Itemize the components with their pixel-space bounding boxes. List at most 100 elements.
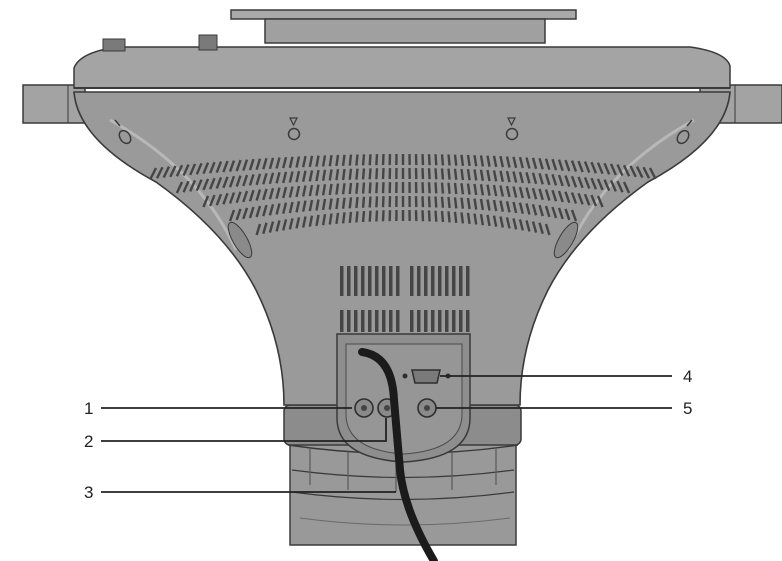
vent-slot [434,154,438,166]
vent-slot [341,183,346,195]
vent-slot [622,164,631,177]
vent-slot [460,183,465,195]
vent-slot [368,182,372,194]
vent-slot [499,185,505,197]
vent-slot [525,172,531,184]
vent-slot [538,157,544,170]
vent-slot [295,185,301,198]
vent-slot [355,196,359,209]
vent-slot [505,185,511,198]
vent-slot [564,208,571,221]
vent-slot [577,176,584,189]
vent-slot [195,179,203,192]
vent-slot [531,187,538,200]
vent-slot [505,156,511,168]
vent-slot [189,179,197,192]
vent-slot [525,187,531,199]
grille-slot [466,266,470,296]
vent-slot [544,189,551,201]
vent-slot [512,201,518,214]
vent-slot [315,214,320,227]
vent-slot [208,177,216,190]
vent-slot [262,173,268,185]
grille-slot [452,266,456,296]
vent-slot [301,185,307,197]
vent-slot [268,157,275,170]
vent-slot [248,158,255,171]
callout-label-1: 1 [84,399,93,418]
mounting-hole-icon [676,119,693,145]
vent-slot [538,188,544,201]
vent-slot [622,181,631,194]
grille-slot [438,266,442,296]
vent-slot [427,182,431,194]
vent-slot [434,196,438,208]
vent-slot [525,157,531,169]
vent-slot [564,191,571,204]
grille-slot [354,310,358,332]
grille-slot [424,310,428,332]
vent-slot [321,213,327,226]
vent-slot [518,202,524,215]
grille-slot [431,266,435,296]
vent-slot [189,163,197,176]
vent-slot [473,169,478,181]
vent-slot [447,196,451,209]
vent-slot [551,174,558,186]
vent-slot [512,186,518,198]
rear-grille [340,266,470,332]
vent-slot [361,196,366,208]
vent-slot [182,164,190,177]
vent-slot [447,211,451,223]
vent-slot [295,170,301,183]
vent-slot [512,218,518,230]
vent-slot [242,207,249,220]
vent-slot [479,213,485,226]
vent-slot [538,222,544,235]
vent-slot [348,168,353,180]
vent-slot [341,168,346,181]
mounting-hole-icon [505,117,519,141]
grille-slot [417,266,421,296]
vent-slot [570,192,578,204]
vent-slot [473,183,478,196]
vent-slot [375,210,379,222]
vent-slot [583,193,591,206]
vent-slot [175,164,184,177]
vent-slot [155,166,164,179]
vent-slot [499,155,505,168]
vent-slot [557,190,564,203]
vent-slot [635,166,644,179]
grille-slot [340,266,344,296]
vent-slot [486,199,491,211]
vent-slot [328,169,333,181]
vent-slot [222,160,229,173]
vent-slot [629,165,637,178]
vent-slot [583,177,591,189]
mounting-hole-icon [287,117,301,141]
vent-slot [321,198,327,211]
vent-slot [375,154,379,166]
vent-slot [315,184,320,196]
vent-slot [255,173,262,186]
vent-slot [434,168,438,180]
vent-slot [538,173,544,185]
vent-slot [551,158,558,171]
vent-slot [499,170,505,182]
vent-slot [460,154,465,166]
vent-slot [341,197,346,209]
vent-slot [215,177,223,189]
grille-slot [417,310,421,332]
vent-slot [642,166,651,179]
vent-slot [590,161,598,174]
vent-slot [518,186,524,199]
vent-slot [268,203,275,216]
vent-slot [355,154,359,166]
vent-slot [375,196,379,208]
vent-slot [460,168,465,181]
vent-slot [453,154,458,166]
vent-slot [512,156,518,169]
vent-slot [616,164,624,177]
vent-slot [368,168,372,180]
callout-leaders [101,375,672,493]
